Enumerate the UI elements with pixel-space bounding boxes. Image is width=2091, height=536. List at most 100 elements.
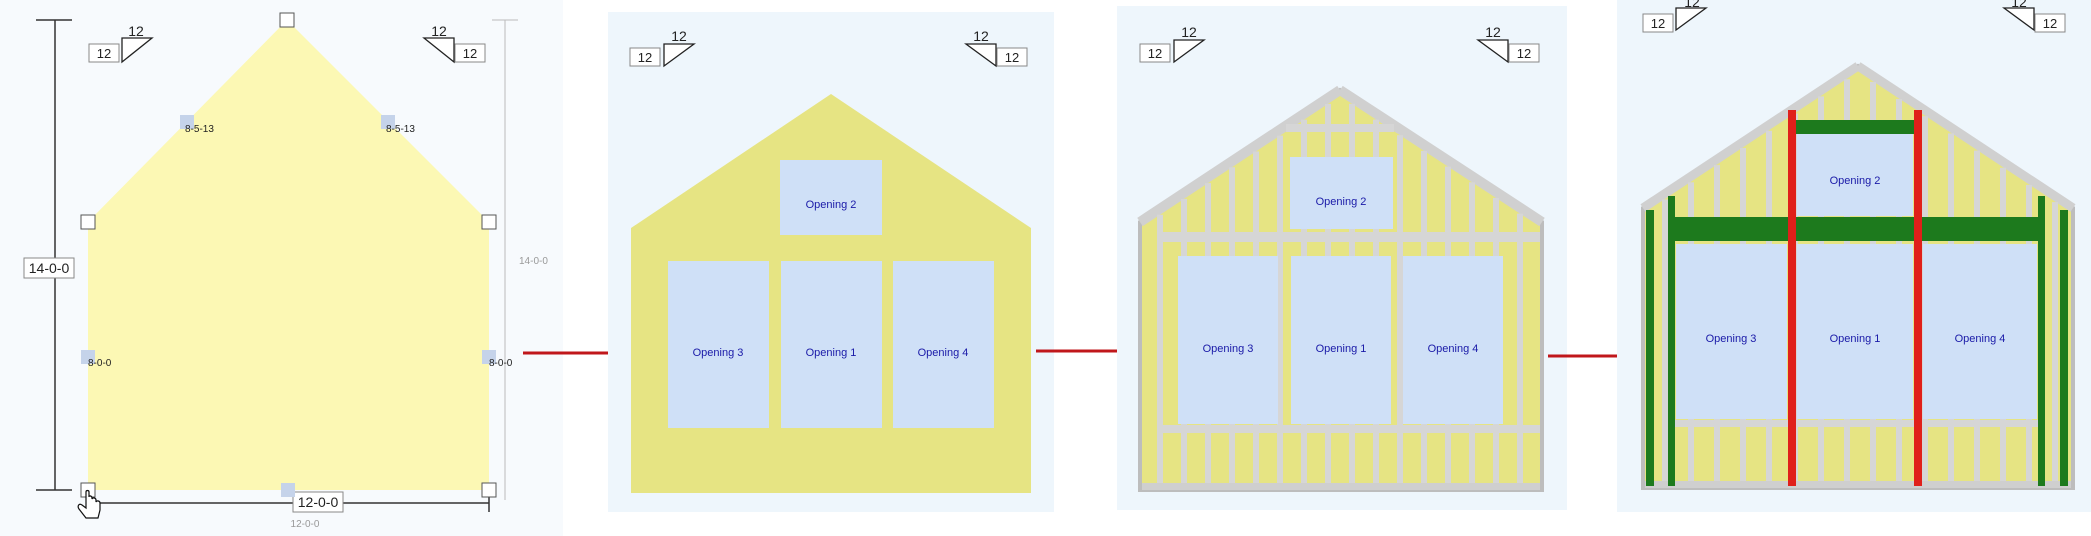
pitch-run-box[interactable] <box>88 43 120 63</box>
opening-label: Opening 2 <box>1316 196 1367 208</box>
pitch-symbol-left[interactable]: 12 12 <box>88 23 154 64</box>
vertex-handle-right-eave[interactable] <box>481 214 497 230</box>
rake-length-right: 8-5-13 <box>386 124 415 135</box>
opening-3[interactable]: Opening 3 <box>1178 256 1278 424</box>
pitch-symbol-left[interactable]: 12 12 <box>629 28 696 68</box>
rake-length-left: 8-5-13 <box>185 124 214 135</box>
pitch-run-box[interactable] <box>2034 13 2066 33</box>
pitch-run-left: 12 <box>1148 46 1162 61</box>
opening-1[interactable]: Opening 1 <box>781 261 882 428</box>
pitch-symbol-left[interactable]: 12 12 <box>1642 0 1708 33</box>
pitch-rise-left: 12 <box>1181 24 1197 40</box>
pitch-run-left: 12 <box>638 50 652 65</box>
side-length-left: 8-0-0 <box>88 358 112 369</box>
top-plate-left <box>1640 62 1861 212</box>
pitch-run-box[interactable] <box>629 47 661 67</box>
vertex-handle-left-eave[interactable] <box>80 214 96 230</box>
height-reference-label: 14-0-0 <box>519 256 548 267</box>
pitch-run-box[interactable] <box>454 43 486 63</box>
hand-cursor-icon <box>77 489 101 519</box>
width-dimension-box[interactable] <box>292 491 344 513</box>
pitch-run-right: 12 <box>1517 46 1531 61</box>
pitch-rise-left: 12 <box>671 28 687 44</box>
edge-marker-left-rake[interactable] <box>180 115 194 129</box>
panel-wall-framing: Opening 2 Opening 3 Opening 1 Opening 4 … <box>1117 6 1567 510</box>
width-dimension-label: 12-0-0 <box>298 494 339 510</box>
vertex-handle-apex[interactable] <box>279 12 295 28</box>
pitch-run-left: 12 <box>97 46 111 61</box>
bottom-plate <box>1142 483 1540 490</box>
opening-label: Opening 4 <box>1428 343 1479 355</box>
edge-marker-right-rake[interactable] <box>381 115 395 129</box>
opening-2[interactable]: Opening 2 <box>1797 134 1913 216</box>
height-dimension-label: 14-0-0 <box>29 260 70 276</box>
opening-4[interactable]: Opening 4 <box>1923 244 2037 419</box>
pitch-symbol-right[interactable]: 12 12 <box>1476 24 1540 64</box>
pitch-run-box[interactable] <box>996 47 1028 67</box>
bottom-plate <box>1645 481 2071 488</box>
pitch-symbol-right[interactable]: 12 12 <box>2002 0 2066 33</box>
pitch-rise-right: 12 <box>431 23 447 39</box>
jack-stud-green-right <box>2038 196 2045 486</box>
side-length-right: 8-0-0 <box>489 358 513 369</box>
opening-label: Opening 3 <box>1706 333 1757 345</box>
opening-1[interactable]: Opening 1 <box>1291 256 1391 424</box>
pitch-run-box[interactable] <box>1139 43 1171 63</box>
width-reference-label: 12-0-0 <box>291 519 320 530</box>
edge-marker-left-side[interactable] <box>81 350 95 364</box>
opening-4[interactable]: Opening 4 <box>1403 256 1503 424</box>
pitch-symbol-left[interactable]: 12 12 <box>1139 24 1206 64</box>
jack-stud-green-left <box>1668 196 1675 486</box>
top-plate-right <box>1855 62 2076 212</box>
opening-label: Opening 3 <box>1203 343 1254 355</box>
opening-label: Opening 3 <box>693 347 744 359</box>
opening-label: Opening 1 <box>806 347 857 359</box>
top-plate-right <box>1337 85 1545 227</box>
edge-marker-bottom[interactable] <box>281 483 295 497</box>
opening-label: Opening 1 <box>1316 343 1367 355</box>
stud <box>1397 135 1403 486</box>
pitch-run-box[interactable] <box>1642 13 1674 33</box>
height-dimension-box[interactable] <box>23 257 75 279</box>
pitch-rise-right: 12 <box>2011 0 2027 10</box>
panel-wall-members: Opening 2 Opening 3 Opening 1 Opening 4 … <box>1617 0 2091 512</box>
opening-label: Opening 4 <box>1955 333 2006 345</box>
stud <box>1277 135 1283 486</box>
top-plate-left <box>1137 85 1343 227</box>
king-stud-red-left <box>1788 110 1796 486</box>
opening-label: Opening 4 <box>918 347 969 359</box>
header-beam-green <box>1668 217 2044 241</box>
sill-plate <box>1160 425 1540 433</box>
opening-3[interactable]: Opening 3 <box>668 261 769 428</box>
pitch-run-right: 12 <box>1005 50 1019 65</box>
stud <box>2052 202 2058 484</box>
wall-shape <box>88 20 489 490</box>
pitch-rise-left: 12 <box>128 23 144 39</box>
opening-2[interactable]: Opening 2 <box>1290 157 1393 229</box>
pitch-run-right: 12 <box>2043 16 2057 31</box>
pitch-rise-right: 12 <box>973 28 989 44</box>
opening-3[interactable]: Opening 3 <box>1676 244 1787 419</box>
panel-wall-outline: 14-0-0 14-0-0 12-0-0 12-0-0 8-5-13 8-5-1… <box>0 0 563 536</box>
pitch-run-right: 12 <box>463 46 477 61</box>
stud <box>1662 199 1668 484</box>
opening-1[interactable]: Opening 1 <box>1797 244 1913 419</box>
header-beam <box>1286 124 1394 132</box>
header-beam <box>1160 232 1540 242</box>
opening-label: Opening 1 <box>1830 333 1881 345</box>
sill-plate <box>1670 420 2040 427</box>
stud <box>1517 213 1523 486</box>
end-stud-green-left <box>1646 210 1654 486</box>
pitch-symbol-right[interactable]: 12 12 <box>964 28 1028 68</box>
pitch-symbol-right[interactable]: 12 12 <box>422 23 486 64</box>
edge-marker-right-side[interactable] <box>482 350 496 364</box>
opening-4[interactable]: Opening 4 <box>893 261 994 428</box>
pitch-run-left: 12 <box>1651 16 1665 31</box>
pitch-rise-right: 12 <box>1485 24 1501 40</box>
header-beam-green-upper <box>1795 120 1917 134</box>
opening-label: Opening 2 <box>806 199 857 211</box>
opening-2[interactable]: Opening 2 <box>780 160 882 235</box>
pitch-run-box[interactable] <box>1508 43 1540 63</box>
vertex-handle-bottom-right[interactable] <box>481 482 497 498</box>
